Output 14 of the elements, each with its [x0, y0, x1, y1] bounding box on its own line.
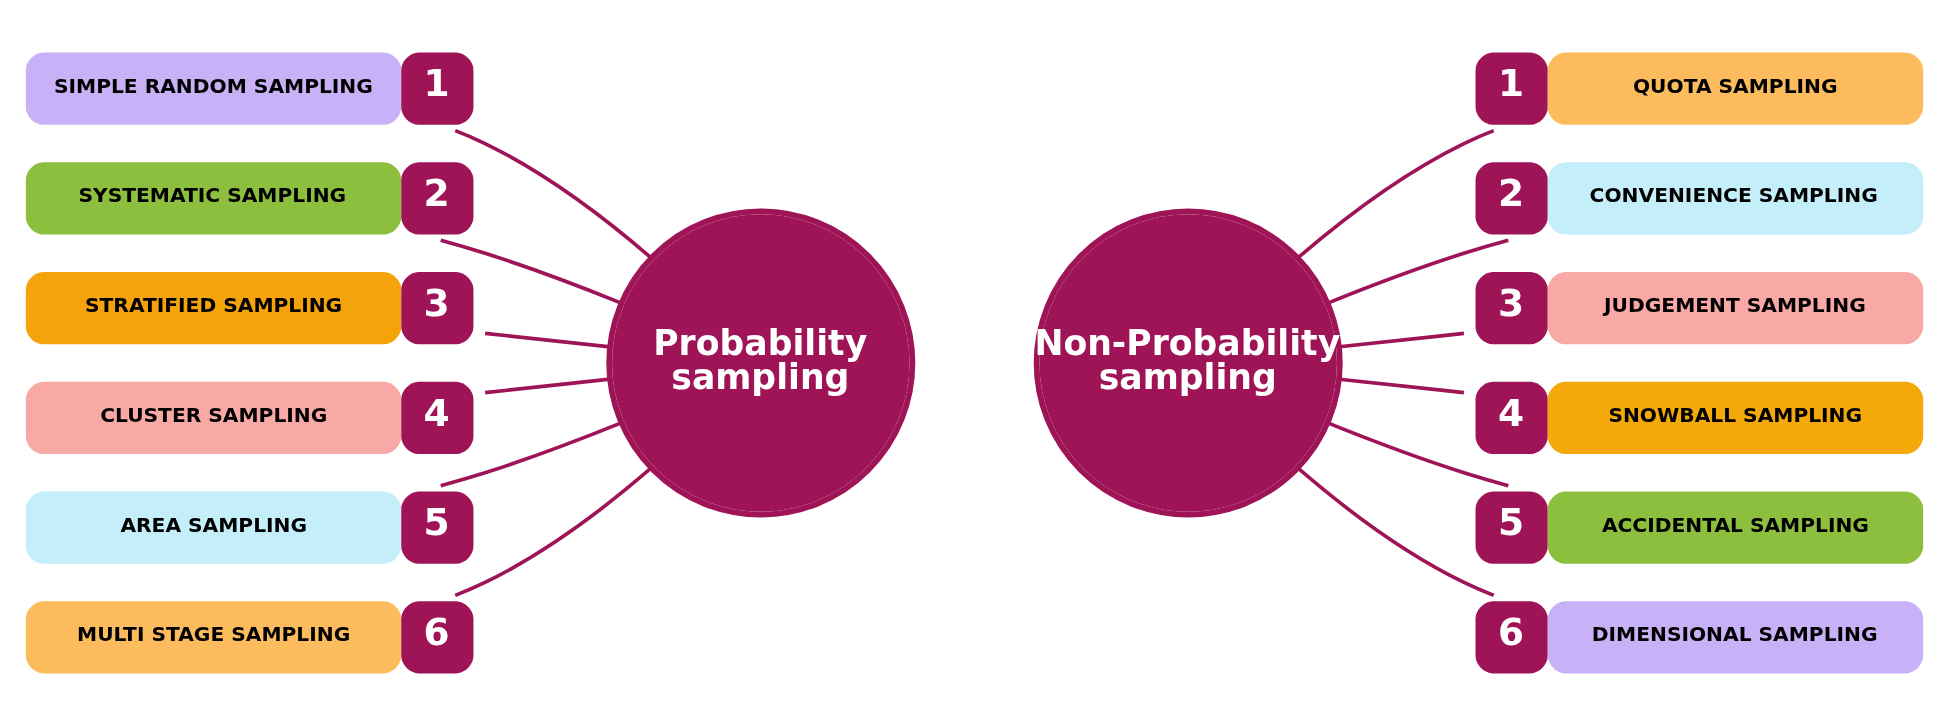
connector — [1296, 466, 1495, 597]
connector — [1327, 421, 1509, 488]
node-circle: Probability sampling — [606, 208, 916, 518]
connector — [1339, 377, 1465, 395]
connector — [440, 238, 622, 305]
connector — [454, 466, 653, 597]
connector — [484, 331, 611, 349]
connector — [1296, 129, 1495, 260]
connector — [484, 377, 611, 395]
connector — [1327, 238, 1509, 305]
connector — [440, 421, 622, 488]
connector — [1339, 331, 1465, 349]
connector — [454, 129, 653, 260]
node-circle: Non-Probability sampling — [1033, 208, 1343, 518]
